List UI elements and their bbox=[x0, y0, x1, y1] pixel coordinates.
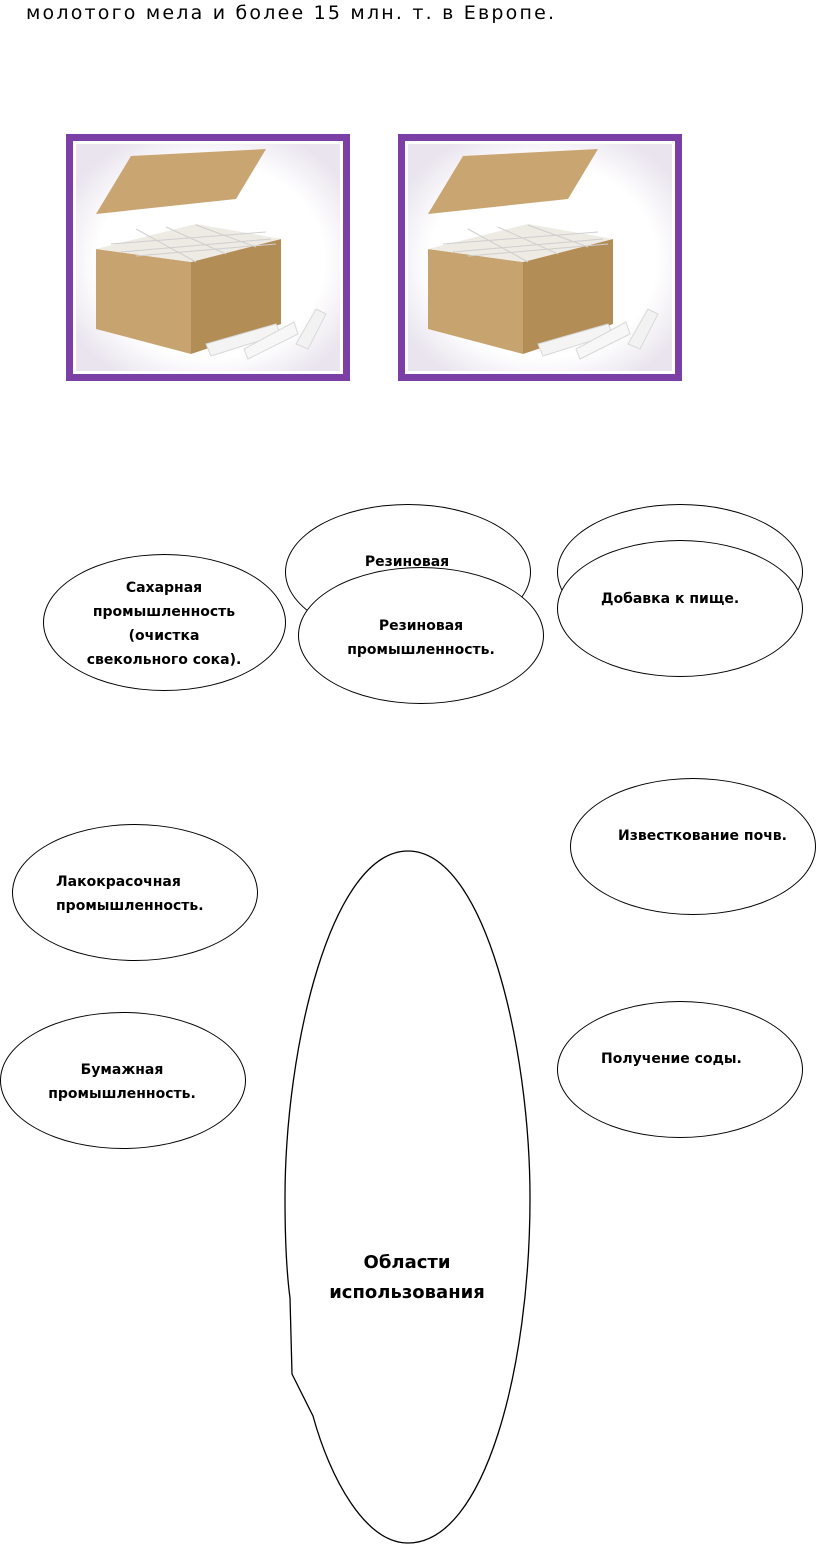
center-shape bbox=[280, 848, 536, 1548]
bubble-sugar-label: Сахарная промышленность (очистка свеколь… bbox=[84, 576, 244, 672]
chalk-box-photo bbox=[66, 134, 350, 381]
chalk-box-image bbox=[76, 144, 343, 374]
bubble-rubber-label: Резиновая промышленность. bbox=[341, 614, 501, 662]
header-text: молотого мела и более 15 млн. т. в Европ… bbox=[26, 2, 556, 24]
center-title: Области использования bbox=[307, 1248, 507, 1308]
bubble-paint-label: Лакокрасочная промышленность. bbox=[56, 870, 204, 918]
chalk-box-photo bbox=[398, 134, 682, 381]
bubble-soda-label: Получение соды. bbox=[601, 1047, 742, 1071]
bubble-liming-label: Известкование почв. bbox=[618, 824, 787, 848]
bubble-paper-label: Бумажная промышленность. bbox=[42, 1058, 202, 1106]
bubble-food-label: Добавка к пище. bbox=[601, 587, 739, 611]
chalk-box-image bbox=[408, 144, 675, 374]
